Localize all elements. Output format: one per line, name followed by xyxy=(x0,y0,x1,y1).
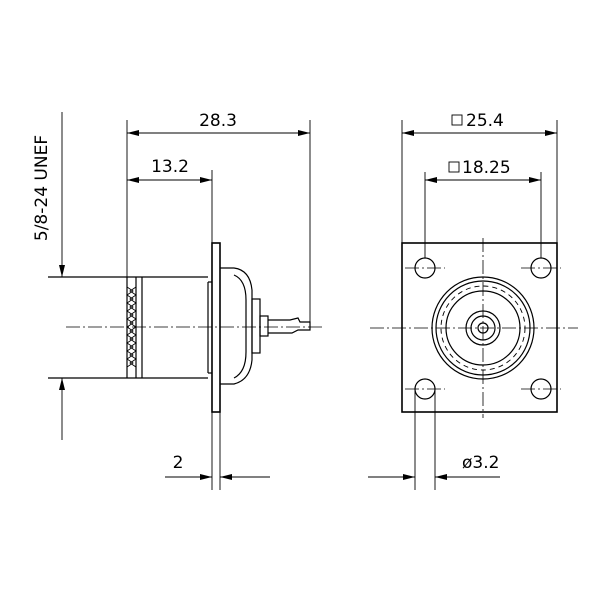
rear-body xyxy=(220,267,311,385)
dim-flange-square: 25.4 xyxy=(401,111,558,243)
dim-hole-square: 18.25 xyxy=(424,158,542,258)
dim-thread: 5/8-24 UNEF xyxy=(32,112,65,440)
square-symbol-icon xyxy=(451,114,463,126)
dim-label-flange-square: 25.4 xyxy=(466,111,504,131)
dim-label-overall-length: 28.3 xyxy=(199,111,237,131)
front-view: 25.4 18.25 ø3.2 xyxy=(368,111,578,490)
square-symbol-icon xyxy=(448,161,460,173)
dim-hole-diameter: ø3.2 xyxy=(368,389,500,490)
flange-plate xyxy=(208,242,221,413)
threaded-body xyxy=(48,276,209,379)
flange-square xyxy=(401,242,558,413)
front-view-centerlines xyxy=(370,238,578,418)
side-view: 28.3 13.2 5/8-24 UNEF 2 xyxy=(32,111,325,490)
dim-label-thread: 5/8-24 UNEF xyxy=(32,135,52,241)
dim-label-body-length: 13.2 xyxy=(151,157,189,177)
dim-label-hole-diameter: ø3.2 xyxy=(462,453,499,473)
dim-overall-length: 28.3 xyxy=(126,111,311,322)
dim-body-length: 13.2 xyxy=(127,157,213,243)
dim-flange-thickness: 2 xyxy=(165,412,270,490)
dim-label-hole-square: 18.25 xyxy=(462,158,511,178)
dim-label-flange-thickness: 2 xyxy=(173,453,184,473)
